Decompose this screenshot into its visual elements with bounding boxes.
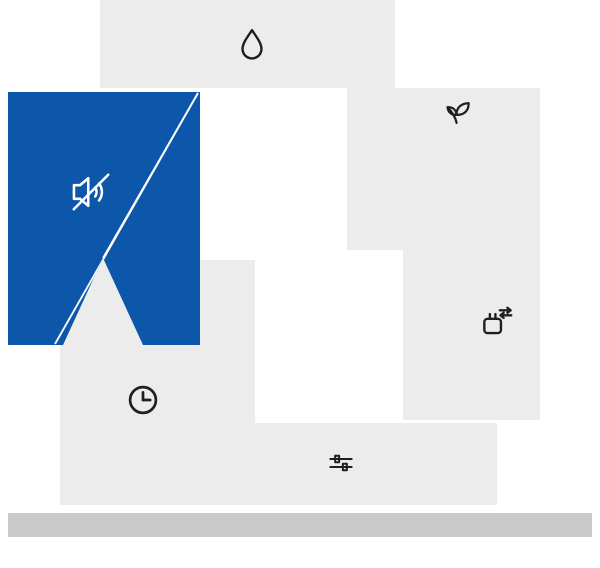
bottom-bar xyxy=(8,513,592,537)
ribbon-banner[interactable] xyxy=(8,92,200,345)
water-drop-icon xyxy=(234,26,270,62)
sliders-icon xyxy=(325,447,357,479)
tile-settings[interactable] xyxy=(200,423,497,505)
clock-icon xyxy=(125,382,161,418)
speaker-mute-icon xyxy=(69,170,113,214)
tile-eco[interactable] xyxy=(347,88,540,250)
plug-swap-icon xyxy=(478,303,516,341)
leaf-icon xyxy=(438,95,474,131)
tile-connect[interactable] xyxy=(403,250,540,420)
tile-water[interactable] xyxy=(100,0,395,88)
